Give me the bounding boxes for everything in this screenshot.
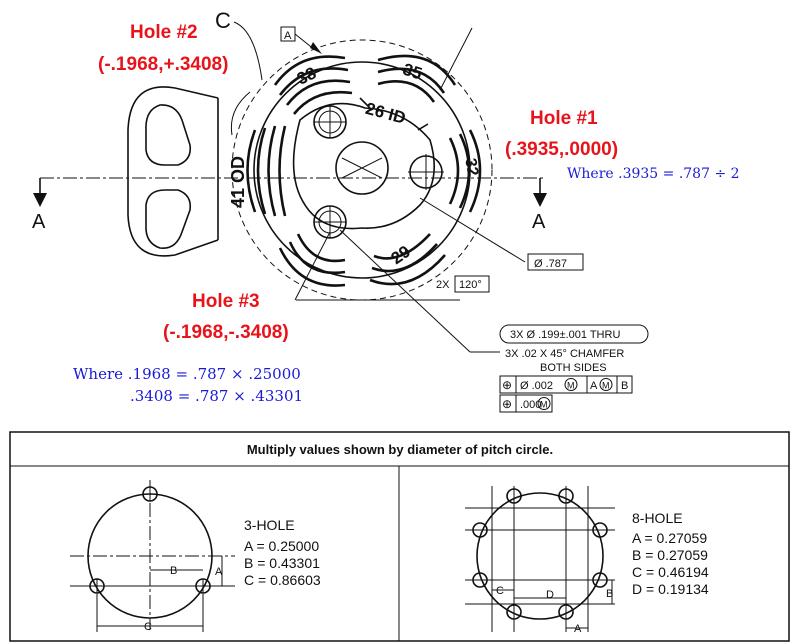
- eight-hole-dim-a: A: [574, 623, 582, 635]
- three-hole-title: 3-HOLE: [244, 517, 295, 533]
- note1: Where .3935 = .787 ÷ 2: [567, 166, 740, 182]
- three-hole-row-b: B = 0.43301: [244, 555, 320, 571]
- hole3-coords: (-.1968,-.3408): [163, 322, 289, 343]
- fcf1-datum-mod: M: [602, 381, 610, 391]
- view-label: C: [215, 8, 231, 33]
- handle-slot-bottom: [145, 189, 192, 249]
- pitch-leader: [419, 197, 526, 263]
- view-leader: [233, 21, 263, 81]
- spline-right: 32: [448, 129, 482, 213]
- section-label-left: A: [32, 211, 46, 233]
- eight-hole-row-c: C = 0.46194: [632, 564, 709, 580]
- chamfer-note-2: BOTH SIDES: [540, 362, 607, 374]
- hole1-coords: (.3935,.0000): [505, 139, 618, 160]
- spline-left: 41 OD: [228, 125, 287, 217]
- spline-label-32: 32: [461, 157, 481, 178]
- eight-hole-dim-d: D: [546, 589, 554, 601]
- spline-top-right: 35: [377, 54, 457, 103]
- note3: .3408 = .787 × .43301: [130, 387, 303, 405]
- section-arrow-right-head: [533, 193, 547, 207]
- pitch-arc: [231, 39, 493, 301]
- reference-table: Multiply values shown by diameter of pit…: [9, 431, 790, 642]
- three-hole-dim-b: B: [170, 565, 177, 577]
- body-relief: [230, 91, 251, 136]
- datum-triangle: [310, 42, 322, 54]
- angle-box: [454, 275, 490, 293]
- angle-leader: [294, 231, 331, 301]
- fcf2-symbol: ⊕: [502, 397, 512, 411]
- body-outer-circle: [253, 61, 471, 279]
- hole-callout-leader: [339, 229, 471, 353]
- hole2-label: Hole #2: [130, 22, 198, 43]
- hole-2: [313, 105, 347, 139]
- three-hole-dim-a: A: [215, 566, 223, 578]
- eight-hole-diagram: A B C D: [465, 486, 615, 635]
- three-hole-row-c: C = 0.86603: [244, 572, 321, 588]
- leader-upper-right: [439, 27, 473, 91]
- fcf2-mod: M: [540, 400, 548, 410]
- pitch-dia: Ø .787: [534, 258, 567, 270]
- angle-value: 120°: [459, 279, 482, 291]
- spline-label-35: 35: [400, 60, 424, 84]
- three-hole-diagram: C B A: [70, 480, 235, 633]
- table-header: Multiply values shown by diameter of pit…: [247, 442, 553, 457]
- hole-3: [313, 205, 347, 239]
- eight-hole-dim-b: B: [606, 588, 613, 600]
- fcf-2: ⊕ .000 M: [499, 394, 553, 413]
- handle-outline: [127, 86, 219, 257]
- eight-hole-row-d: D = 0.19134: [632, 581, 709, 597]
- angle-count: 2X: [436, 279, 450, 291]
- fcf1-symbol: ⊕: [502, 378, 512, 392]
- spline-top-left: 38: [273, 55, 353, 115]
- hole-1: [408, 154, 444, 190]
- id-arrow-left: [359, 97, 371, 109]
- eight-hole-row-b: B = 0.27059: [632, 547, 708, 563]
- part-view: A A: [32, 8, 649, 413]
- chamfer-note: 3X .02 X 45° CHAMFER: [505, 348, 624, 360]
- hole2-coords: (-.1968,+.3408): [98, 54, 228, 75]
- handle-slot-top: [145, 104, 192, 166]
- eight-hole-title: 8-HOLE: [632, 510, 683, 526]
- hole-callout-box: [499, 324, 649, 344]
- bore-center-y: [341, 157, 383, 179]
- datum-label: A: [284, 30, 292, 42]
- id-label: 26 ID: [364, 99, 408, 128]
- od-label: 41 OD: [228, 156, 248, 208]
- hub-outline: [292, 102, 436, 230]
- section-arrow-left-head: [33, 193, 47, 207]
- spline-label-29: 29: [387, 242, 413, 268]
- fcf1-tol: Ø .002: [520, 380, 553, 392]
- eight-hole-row-a: A = 0.27059: [632, 530, 707, 546]
- three-hole-dim-c: C: [144, 621, 152, 633]
- hole3-label: Hole #3: [192, 291, 260, 312]
- note2: Where .1968 = .787 × .25000: [73, 365, 301, 383]
- hub-bore: [335, 141, 389, 195]
- fcf1-datum2: B: [621, 380, 628, 392]
- fcf1-datum: A: [590, 380, 598, 392]
- three-hole-row-a: A = 0.25000: [244, 538, 319, 554]
- fcf2-tol: .000: [520, 399, 541, 411]
- pitch-box: [527, 253, 584, 271]
- fcf1-mod: M: [567, 381, 575, 391]
- id-arrow-right: [417, 123, 429, 131]
- hole1-label: Hole #1: [530, 108, 598, 129]
- section-label-right: A: [532, 211, 546, 233]
- fcf-1: ⊕ Ø .002 M A M B: [499, 375, 633, 394]
- eight-hole-dim-c: C: [496, 585, 504, 597]
- hole-callout: 3X Ø .199±.001 THRU: [510, 329, 620, 341]
